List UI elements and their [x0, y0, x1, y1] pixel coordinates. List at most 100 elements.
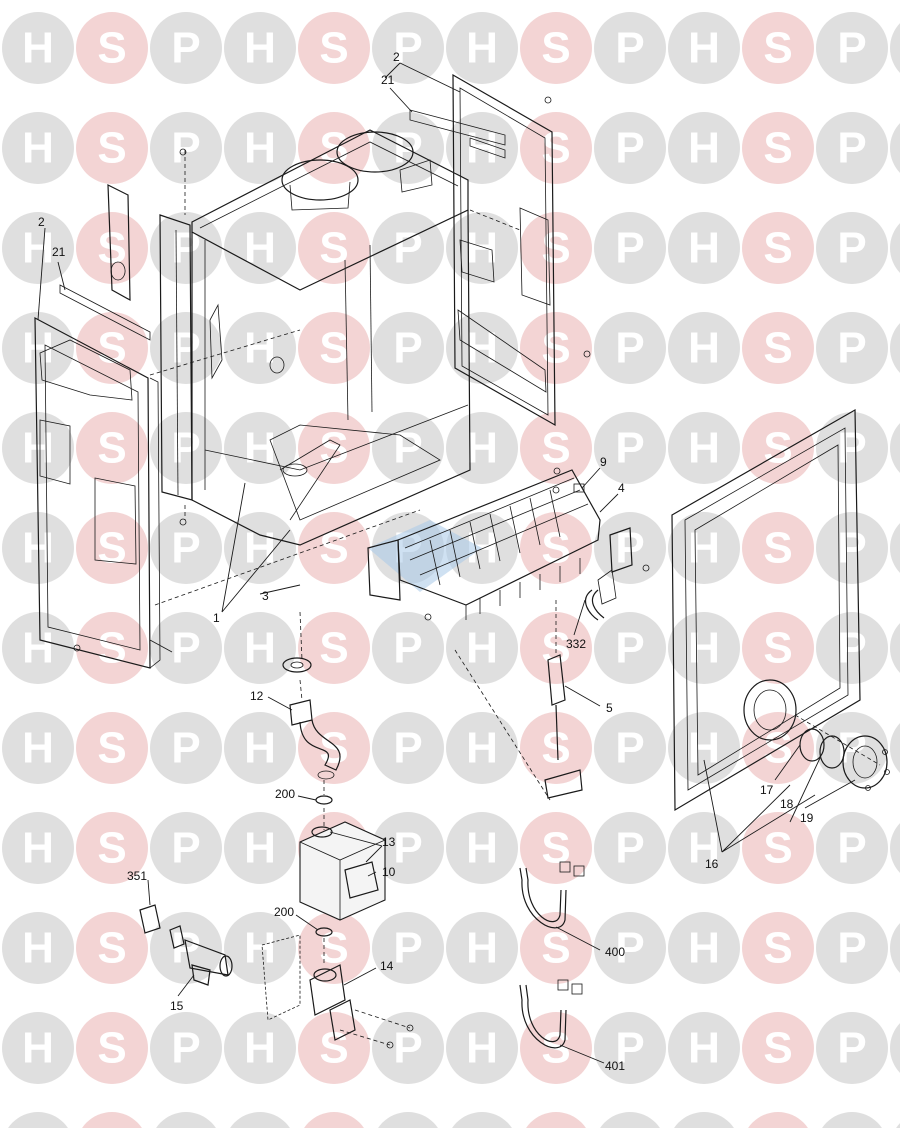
- watermark-letter: P: [393, 824, 422, 873]
- watermark-letter: S: [541, 24, 570, 73]
- watermark-letter: S: [541, 924, 570, 973]
- watermark-badge-h: H: [668, 912, 740, 984]
- callout-200-lower: 200: [274, 905, 294, 919]
- watermark-badge-s: S: [298, 412, 370, 484]
- watermark-badge-p: P: [594, 312, 666, 384]
- watermark-circle: [594, 812, 666, 884]
- watermark-letter: P: [393, 324, 422, 373]
- watermark-letter: S: [97, 824, 126, 873]
- watermark-circle: [816, 12, 888, 84]
- watermark-badge-p: P: [816, 1012, 888, 1084]
- watermark-circle: [298, 512, 370, 584]
- callout-2-top-right: 2: [393, 50, 400, 64]
- watermark-badge-s: S: [742, 112, 814, 184]
- watermark-badge-s: S: [304, 1112, 364, 1128]
- watermark-circle: [816, 612, 888, 684]
- watermark-badge-h: H: [224, 412, 296, 484]
- watermark-letter: P: [393, 924, 422, 973]
- watermark-circle: [224, 12, 296, 84]
- watermark-letter: S: [763, 924, 792, 973]
- watermark-badge-s: S: [298, 212, 370, 284]
- watermark-badge-h: H: [224, 912, 296, 984]
- watermark-badge-p: P: [816, 812, 888, 884]
- callout-21-top-right: 21: [381, 73, 395, 87]
- watermark-circle: [298, 312, 370, 384]
- watermark-badge-h: H: [224, 512, 296, 584]
- watermark-circle: [76, 12, 148, 84]
- watermark-badge-s: S: [520, 212, 592, 284]
- watermark-circle: [2, 712, 74, 784]
- watermark-circle: [2, 812, 74, 884]
- watermark-circle: [446, 612, 518, 684]
- boiler-assembly-drawing: 2 21 2 21 9 4 1 3 332 12 5 200 13 10 351…: [34, 50, 890, 1073]
- watermark-badge-h: H: [446, 412, 518, 484]
- watermark-badge-s: S: [520, 112, 592, 184]
- watermark-letter: P: [615, 224, 644, 273]
- lead-401: [519, 979, 583, 1049]
- watermark-circle: [748, 1112, 808, 1128]
- watermark-letter: H: [466, 324, 498, 373]
- watermark-letter: P: [393, 424, 422, 473]
- watermark-letter: S: [763, 24, 792, 73]
- watermark-letter: P: [837, 1124, 866, 1128]
- hsp-watermark-pattern: HSPHSPHSPHSPHHSPHSPHSPHSPHHSPHSPHSPHSPHH…: [2, 12, 900, 1128]
- watermark-circle: [76, 412, 148, 484]
- watermark-letter: P: [171, 1124, 200, 1128]
- watermark-circle: [822, 1112, 882, 1128]
- watermark-badge-h: H: [890, 423, 900, 473]
- watermark-badge-s: S: [520, 512, 592, 584]
- watermark-circle: [520, 512, 592, 584]
- watermark-letter: H: [688, 524, 720, 573]
- callout-4: 4: [618, 481, 625, 495]
- watermark-badge-h: H: [452, 1112, 512, 1128]
- watermark-badge-s: S: [742, 212, 814, 284]
- watermark-badge-p: P: [150, 12, 222, 84]
- watermark-circle: [890, 23, 900, 73]
- watermark-circle: [668, 712, 740, 784]
- watermark-circle: [2, 312, 74, 384]
- callout-21-left: 21: [52, 245, 66, 259]
- watermark-badge-h: H: [224, 212, 296, 284]
- watermark-badge-h: H: [674, 1112, 734, 1128]
- watermark-badge-s: S: [520, 412, 592, 484]
- watermark-letter: S: [763, 124, 792, 173]
- alignment-lines: [149, 150, 881, 1046]
- watermark-letter: S: [319, 624, 348, 673]
- watermark-badge-h: H: [668, 412, 740, 484]
- watermark-badge-s: S: [742, 912, 814, 984]
- watermark-badge-p: P: [594, 512, 666, 584]
- watermark-letter: S: [97, 624, 126, 673]
- watermark-badge-s: S: [742, 1012, 814, 1084]
- watermark-badge-h: H: [668, 112, 740, 184]
- gas-valve-10: [299, 821, 386, 937]
- watermark-badge-s: S: [520, 912, 592, 984]
- watermark-circle: [594, 1012, 666, 1084]
- watermark-letter: P: [171, 524, 200, 573]
- watermark-letter: S: [319, 424, 348, 473]
- watermark-letter: H: [244, 1024, 276, 1073]
- watermark-letter: S: [763, 524, 792, 573]
- watermark-letter: S: [97, 1124, 126, 1128]
- leader-lines: [37, 62, 856, 1064]
- watermark-letter: S: [763, 324, 792, 373]
- watermark-badge-h: H: [668, 212, 740, 284]
- watermark-badge-s: S: [520, 12, 592, 84]
- watermark-badge-s: S: [748, 1112, 808, 1128]
- watermark-letter: H: [22, 224, 54, 273]
- watermark-badge-h: H: [890, 723, 900, 773]
- watermark-badge-p: P: [816, 12, 888, 84]
- watermark-circle: [372, 712, 444, 784]
- watermark-circle: [816, 1012, 888, 1084]
- watermark-letter: H: [688, 824, 720, 873]
- watermark-letter: H: [688, 124, 720, 173]
- watermark-circle: [150, 712, 222, 784]
- watermark-badge-h: H: [668, 812, 740, 884]
- left-gasket-21: [59, 284, 151, 341]
- watermark-circle: [150, 1012, 222, 1084]
- watermark-letter: H: [688, 324, 720, 373]
- watermark-circle: [2, 212, 74, 284]
- watermark-badge-p: P: [150, 812, 222, 884]
- watermark-badge-h: H: [2, 812, 74, 884]
- watermark-circle: [890, 323, 900, 373]
- watermark-circle: [372, 312, 444, 384]
